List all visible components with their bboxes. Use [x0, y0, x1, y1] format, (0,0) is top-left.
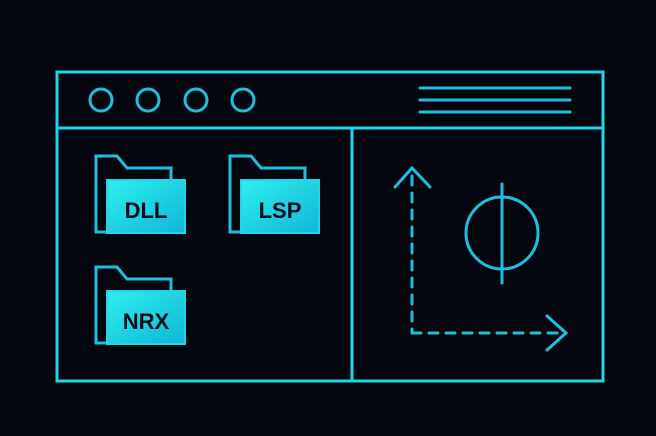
- folder-dll[interactable]: DLL: [94, 154, 186, 234]
- folder-front: [106, 179, 186, 234]
- window-frame: [55, 70, 605, 383]
- folder-lsp[interactable]: LSP: [228, 154, 320, 234]
- folder-label: DLL: [125, 198, 168, 223]
- folder-icon: [228, 154, 307, 234]
- hamburger-icon[interactable]: [418, 86, 572, 114]
- folder-label: LSP: [259, 198, 302, 223]
- dashed-axes-icon: [393, 165, 569, 352]
- folder-icon: [94, 265, 173, 345]
- folder-front: [240, 179, 320, 234]
- folder-icon: [94, 154, 173, 234]
- folder-front: [106, 290, 186, 345]
- phi-icon: [464, 182, 540, 285]
- window-dot-icon[interactable]: [88, 87, 114, 113]
- folder-nrx[interactable]: NRX: [94, 265, 186, 345]
- folder-label: NRX: [123, 309, 170, 334]
- window-dot-icon[interactable]: [183, 87, 209, 113]
- window-dots: [88, 87, 256, 113]
- window-dot-icon[interactable]: [135, 87, 161, 113]
- window-dot-icon[interactable]: [230, 87, 256, 113]
